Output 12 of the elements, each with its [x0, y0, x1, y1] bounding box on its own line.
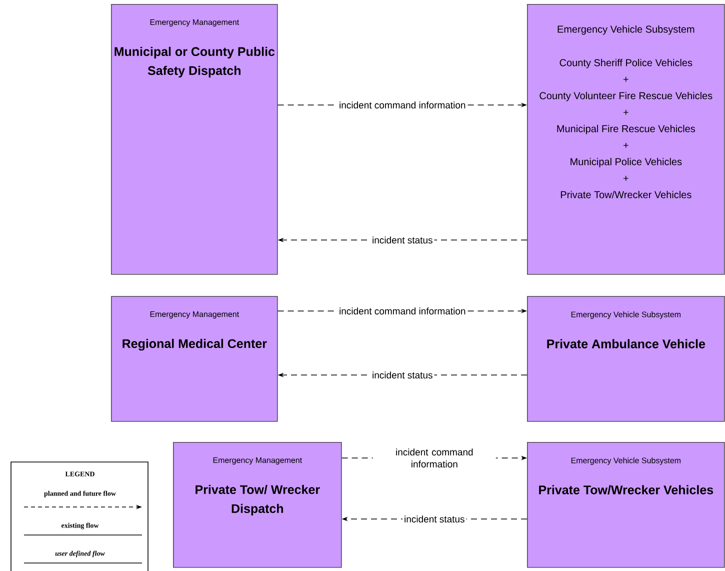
edge-label: incident command information — [372, 447, 496, 469]
edge-label: incident command information — [338, 100, 468, 110]
system-box: Emergency Management Municipal or County Public Safety Dispatch — [111, 4, 278, 275]
edge-label: incident command information — [338, 306, 468, 316]
system-box: Emergency Management Private Tow/ Wrecker Dispatch — [173, 442, 342, 568]
system-box: Emergency Vehicle Subsystem Private Ambulance Vehicle — [527, 296, 725, 422]
edge-label: incident status — [370, 235, 434, 245]
system-box: Emergency Vehicle Subsystem County Sheriff Police Vehicles + County Volunteer Fire Rescue Vehicles + Municipal Fire Rescue Vehicles + Municipal Police Vehicles + Private Tow/Wrecker Vehicles — [527, 4, 725, 275]
edge-label: incident status — [370, 370, 434, 380]
edge-label: incident status — [402, 514, 466, 524]
system-box: Emergency Management Regional Medical Center — [111, 296, 278, 422]
system-box: Emergency Vehicle Subsystem Private Tow/Wrecker Vehicles — [527, 442, 725, 568]
